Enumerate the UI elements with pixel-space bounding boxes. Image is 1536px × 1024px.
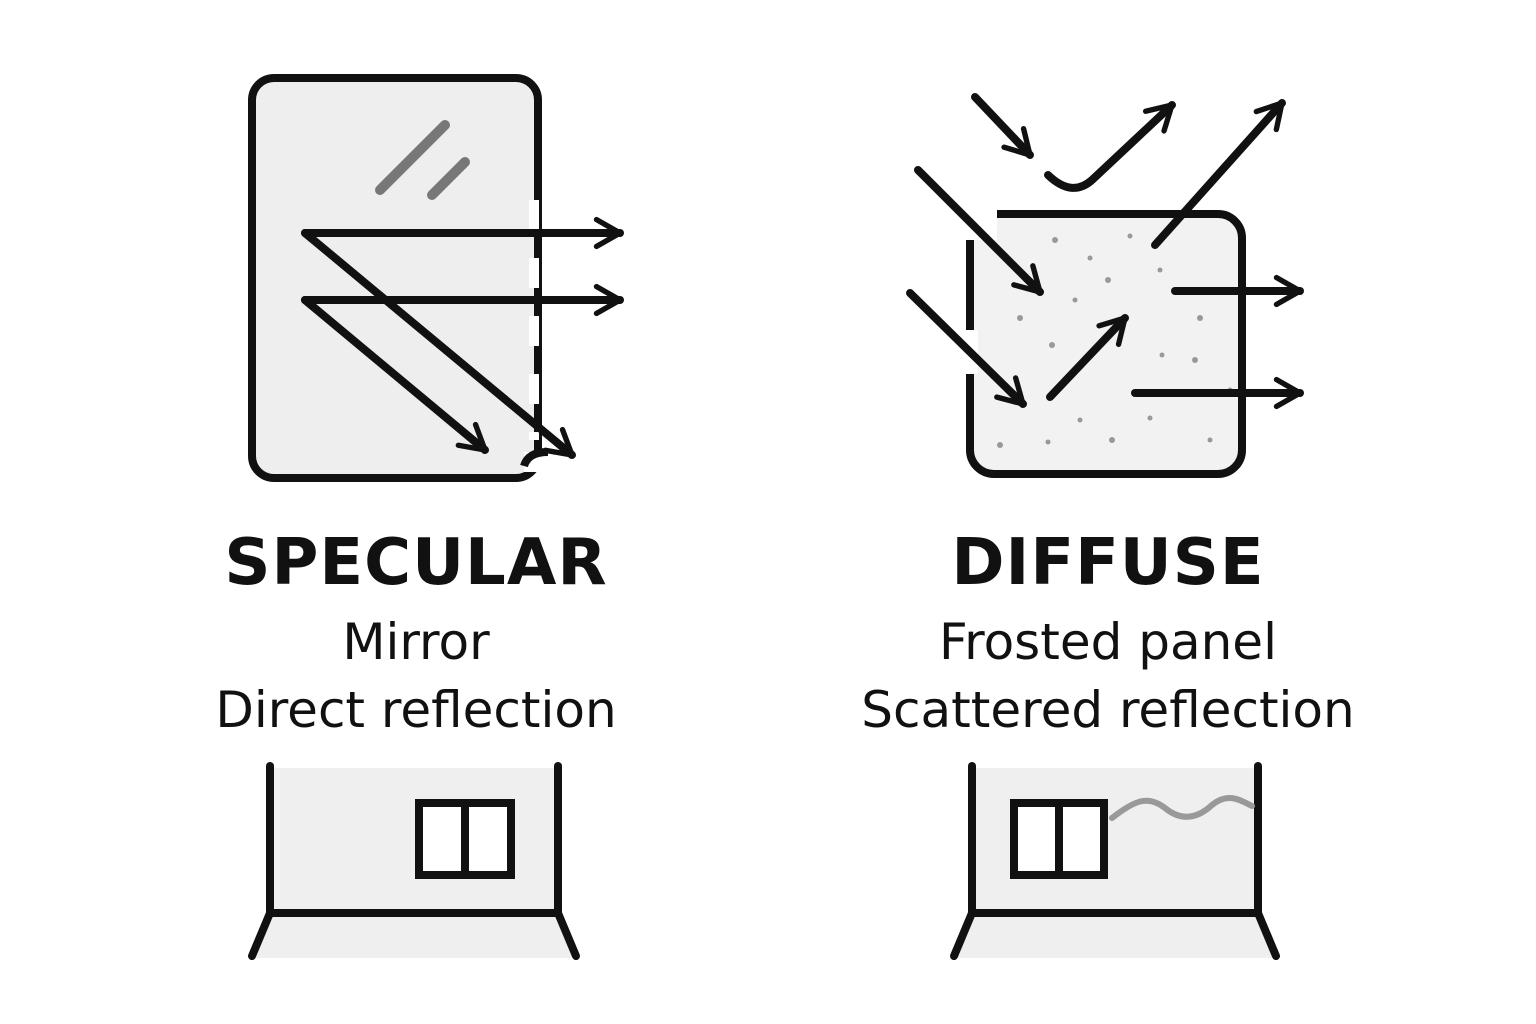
diffuse-scatter-2 (1151, 99, 1286, 249)
specular-rays (301, 216, 624, 459)
specular-ray-4 (301, 296, 489, 454)
diffuse-incoming-3 (906, 289, 1027, 408)
specular-subtitle-material: Mirror (342, 613, 490, 671)
diffuse-title: DIFFUSE (951, 526, 1265, 600)
window-icon (1010, 799, 1108, 879)
diffuse-rays (906, 93, 1304, 410)
mirror-glint-icon (375, 120, 470, 200)
specular-ray-3 (301, 229, 576, 459)
diffuse-scene-room-icon (950, 762, 1280, 960)
diffuse-subtitle-effect: Scattered reflection (861, 681, 1355, 739)
frost-speckles (997, 233, 1233, 448)
mirror-icon (248, 74, 552, 482)
diffuse-incoming-2 (914, 166, 1044, 296)
diffuse-scatter-3 (1046, 314, 1129, 401)
specular-subtitle-effect: Direct reflection (215, 681, 617, 739)
specular-scene-room-icon (248, 762, 580, 960)
blurred-reflection-wave-icon (1109, 795, 1255, 821)
frosted-panel-icon (955, 200, 1246, 478)
specular-title: SPECULAR (224, 526, 608, 600)
diffuse-subtitle-material: Frosted panel (939, 613, 1277, 671)
diffuse-scatter-1 (1044, 101, 1176, 192)
diffuse-incoming-1 (971, 93, 1034, 159)
window-icon (415, 799, 515, 879)
